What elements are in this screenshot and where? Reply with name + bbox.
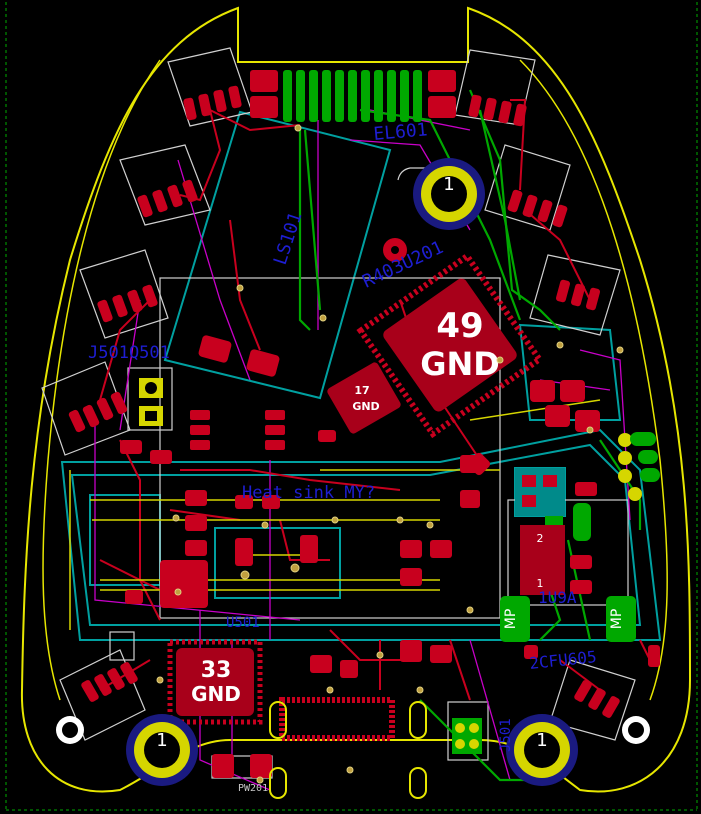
pad-17-net: GND bbox=[352, 400, 379, 413]
small-holes bbox=[56, 238, 650, 744]
pad-17-number: 17 bbox=[354, 384, 369, 397]
pad-33-net: GND bbox=[191, 682, 241, 706]
pad-49-net: GND bbox=[420, 345, 500, 383]
qfn-small: 17 GND bbox=[327, 362, 401, 434]
board-outline-inner bbox=[42, 59, 161, 701]
ref-pw201: PW201 bbox=[238, 783, 268, 794]
teal-component bbox=[515, 468, 565, 516]
ref-cfu605: 2CFU605 bbox=[528, 647, 597, 673]
ref-heat: Heat sink MY? bbox=[242, 483, 375, 503]
usb-connector bbox=[269, 697, 427, 799]
ref-u501: U501 bbox=[226, 615, 260, 631]
green-smd-right: MP MP bbox=[500, 503, 636, 642]
th-header-bottom bbox=[452, 718, 482, 754]
mp-right-label: MP bbox=[609, 609, 625, 630]
pad-49: 49 GND bbox=[420, 306, 500, 383]
board-edge-dashed bbox=[5, 2, 698, 812]
silkscreen-layer bbox=[41, 47, 636, 779]
hole-bl-label: 1 bbox=[156, 730, 167, 751]
ref-left: J501Q501 bbox=[88, 343, 170, 363]
hole-br-label: 1 bbox=[536, 730, 547, 751]
mounting-hole-bottom-left: 1 bbox=[126, 714, 198, 786]
hole-top-label: 1 bbox=[443, 174, 454, 195]
front-copper-layer bbox=[99, 99, 651, 701]
vias bbox=[156, 124, 624, 784]
pad-33-number: 33 bbox=[201, 658, 232, 683]
qfn-u201 bbox=[356, 251, 544, 439]
ref-j501: J501 bbox=[498, 718, 514, 752]
led-pins-right bbox=[618, 432, 660, 501]
pin-1-label: 1 bbox=[537, 577, 544, 590]
smd-pads bbox=[68, 85, 660, 778]
top-connector bbox=[250, 70, 456, 122]
mp-left-label: MP bbox=[503, 609, 519, 630]
qfn-bottom: 33 GND bbox=[167, 639, 263, 725]
pad-49-number: 49 bbox=[436, 306, 483, 346]
ref-1u9a: 1U9A bbox=[538, 588, 577, 607]
ref-el601: EL601 bbox=[373, 119, 429, 145]
mounting-hole-top: 1 bbox=[413, 158, 485, 230]
th-header-left bbox=[139, 378, 163, 426]
board-outline-inner-right bbox=[519, 59, 668, 701]
pin-2-label: 2 bbox=[537, 532, 544, 545]
ic-right: 2 1 bbox=[520, 525, 565, 595]
mounting-hole-bottom-right: 1 bbox=[506, 714, 578, 786]
